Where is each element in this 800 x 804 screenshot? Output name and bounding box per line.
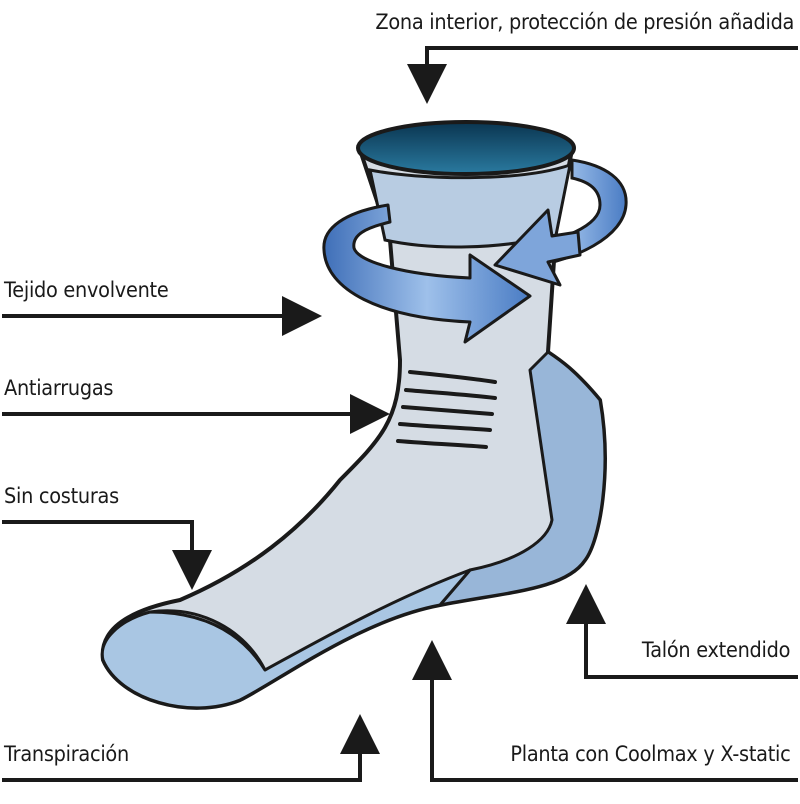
sole-panel <box>100 568 472 710</box>
sock-opening <box>356 120 576 176</box>
anti-wrinkle-lines <box>396 370 497 449</box>
leader-sole <box>412 640 798 782</box>
cuff-band <box>368 162 572 249</box>
wrap-ring-arrowhead <box>493 208 582 287</box>
leader-breath <box>2 714 380 782</box>
leader-top <box>407 46 798 104</box>
label-wrap-fabric: Tejido envolvente <box>4 278 169 302</box>
label-sole: Planta con Coolmax y X-static <box>509 742 790 766</box>
leader-heel <box>566 584 798 679</box>
leader-seamless <box>2 520 212 590</box>
heel-panel <box>438 350 607 607</box>
leader-lines <box>2 46 798 782</box>
label-seamless: Sin costuras <box>4 484 119 508</box>
label-inner-zone: Zona interior, protección de presión aña… <box>375 10 794 34</box>
label-extended-heel: Talón extendido <box>641 638 791 662</box>
label-anti-wrinkle: Antiarrugas <box>4 376 114 400</box>
label-breathability: Transpiración <box>4 742 129 766</box>
toe-seam <box>149 609 267 671</box>
wrap-ring-front <box>322 203 532 344</box>
